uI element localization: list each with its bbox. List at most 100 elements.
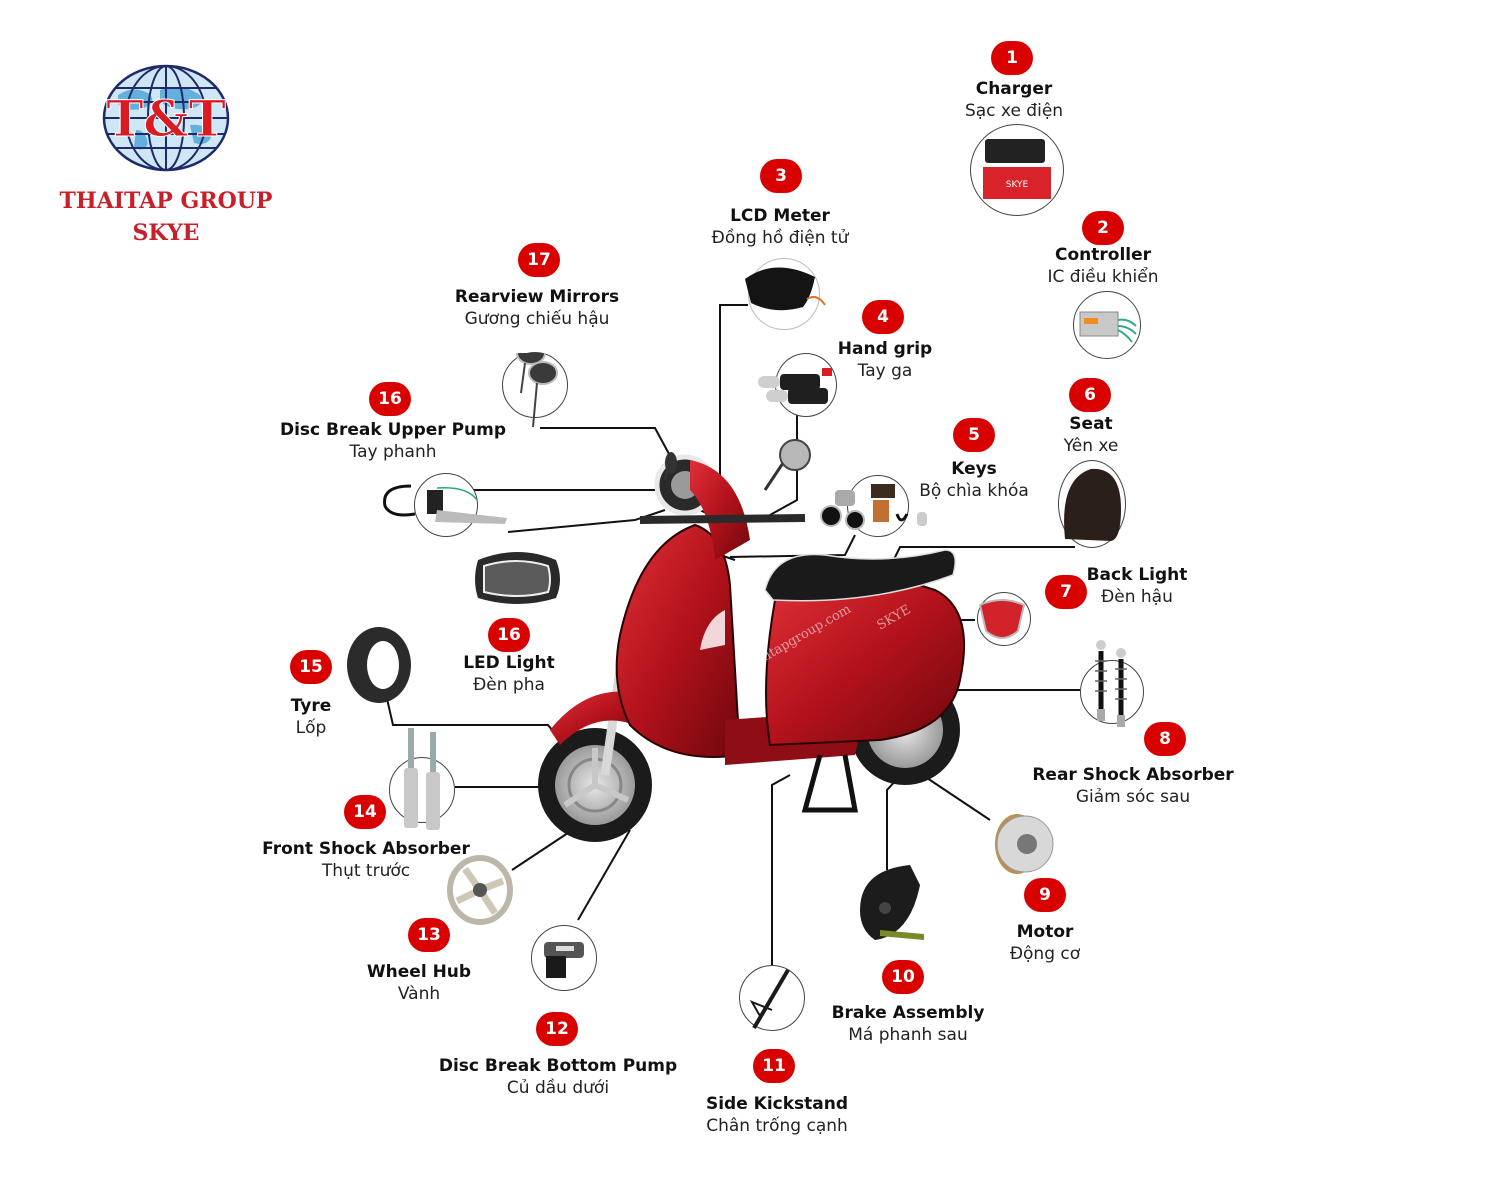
part-label-hand-grip: Hand grip Tay ga	[838, 338, 932, 382]
leader-line-kickstand	[771, 774, 791, 965]
led-light-thumbnail	[472, 546, 567, 608]
brake-lever-icon	[383, 484, 507, 524]
part-name-vi: Má phanh sau	[848, 1025, 968, 1045]
part-name-en: Tyre	[290, 696, 332, 716]
part-number-badge: 12	[536, 1012, 578, 1046]
globe-logo-icon: T&T	[102, 64, 230, 172]
upper-pump-thumbnail	[383, 473, 507, 537]
part-label-led-light: LED Light Đèn pha	[463, 652, 555, 696]
part-name-vi: Tay phanh	[349, 442, 437, 462]
wheel-hub-thumbnail	[445, 855, 515, 925]
part-label-lcd-meter: LCD Meter Đồng hồ điện tử	[712, 205, 849, 249]
part-name-vi: Lốp	[295, 718, 327, 738]
part-number-badge: 2	[1082, 211, 1124, 245]
part-name-en: Keys	[951, 459, 997, 479]
part-name-en: Wheel Hub	[366, 962, 472, 982]
seat-thumbnail	[1058, 460, 1126, 548]
part-number-badge: 5	[953, 418, 995, 452]
part-name-en: Side Kickstand	[705, 1094, 849, 1114]
motor-icon	[995, 814, 1054, 874]
lcd-meter-thumbnail	[745, 258, 826, 330]
part-name-vi: Đèn hậu	[1101, 587, 1173, 607]
part-name-vi: Yên xe	[1063, 436, 1119, 456]
scooter-illustration: thaitapgroup.com SKYE	[538, 439, 966, 842]
back-light-icon	[978, 599, 1026, 639]
part-name-vi: Củ dầu dưới	[506, 1078, 610, 1098]
part-name-en: Rearview Mirrors	[454, 287, 620, 307]
part-name-en: Front Shock Absorber	[262, 839, 470, 859]
part-number-badge: 14	[344, 795, 386, 829]
rear-shock-thumbnail	[1080, 640, 1144, 727]
mirror-icon	[516, 341, 558, 428]
motor-thumbnail	[985, 808, 1055, 878]
part-name-vi: Giảm sóc sau	[1075, 787, 1191, 807]
part-number-badge: 11	[753, 1049, 795, 1083]
part-name-en: LCD Meter	[730, 206, 830, 226]
part-label-wheel-hub: Wheel Hub Vành	[367, 961, 471, 1005]
logo-company-name: THAITAP GROUP	[59, 188, 273, 214]
part-number-badge: 10	[882, 960, 924, 994]
part-name-en: Controller	[1054, 245, 1152, 265]
keys-thumbnail	[820, 475, 927, 537]
part-name-vi: Chân trống cạnh	[706, 1116, 848, 1136]
wheel-hub-icon	[447, 855, 513, 925]
part-number-badge: 8	[1144, 722, 1186, 756]
part-name-en: Hand grip	[837, 339, 933, 359]
part-number-badge: 3	[760, 159, 802, 193]
part-label-bottom-pump: Disc Break Bottom Pump Củ dầu dưới	[439, 1055, 677, 1099]
part-name-vi: Thụt trước	[321, 861, 411, 881]
part-name-en: Rear Shock Absorber	[1032, 765, 1234, 785]
part-number-badge: 1	[991, 41, 1033, 75]
part-name-en: LED Light	[463, 653, 555, 673]
scooter-mirror-right	[779, 439, 811, 471]
part-number-badge: 4	[862, 300, 904, 334]
kickstand-thumbnail	[739, 965, 805, 1031]
part-number-badge: 9	[1024, 878, 1066, 912]
part-name-vi: IC điều khiển	[1047, 267, 1159, 287]
part-name-vi: Bộ chìa khóa	[919, 481, 1029, 501]
part-name-en: Disc Break Bottom Pump	[438, 1056, 678, 1076]
charger-icon: SKYE	[983, 139, 1051, 199]
part-number-badge: 15	[290, 650, 332, 684]
kickstand-icon	[749, 968, 790, 1030]
part-name-en: Motor	[1016, 922, 1074, 942]
part-number-badge: 16	[488, 618, 530, 652]
part-label-controller: Controller IC điều khiển	[1047, 244, 1158, 288]
scooter-mirror-left	[665, 452, 677, 474]
headlight-icon	[475, 552, 560, 604]
scooter-seat	[764, 549, 956, 602]
part-label-front-shock: Front Shock Absorber Thụt trước	[262, 838, 470, 882]
part-label-motor: Motor Động cơ	[1010, 921, 1080, 965]
tyre-icon	[347, 627, 411, 703]
part-label-back-light: Back Light Đèn hậu	[1087, 564, 1188, 608]
part-number-badge: 7	[1045, 575, 1087, 609]
hand-grip-icon	[758, 368, 832, 404]
part-name-vi: Đèn pha	[473, 675, 545, 695]
back-light-thumbnail	[977, 592, 1031, 646]
part-name-en: Back Light	[1086, 565, 1188, 585]
part-name-vi: Động cơ	[1009, 944, 1081, 964]
part-name-vi: Sạc xe điện	[964, 101, 1064, 121]
part-label-upper-pump: Disc Break Upper Pump Tay phanh	[280, 419, 506, 463]
part-number-badge: 13	[408, 918, 450, 952]
leader-line-keys	[729, 534, 856, 558]
logo-mark-text: T&T	[106, 89, 226, 148]
logo-brand-name: SKYE	[132, 220, 200, 246]
leader-line-lcd	[719, 304, 748, 561]
part-name-vi: Gương chiếu hậu	[464, 309, 610, 329]
company-logo: T&T THAITAP GROUP SKYE	[40, 50, 300, 260]
brake-assembly-thumbnail	[850, 860, 935, 945]
part-number-badge: 17	[518, 243, 560, 277]
mirrors-thumbnail	[502, 341, 568, 428]
part-name-en: Charger	[975, 79, 1053, 99]
charger-thumbnail: SKYE	[970, 124, 1064, 216]
part-name-vi: Vành	[397, 984, 441, 1004]
part-number-badge: 6	[1069, 378, 1111, 412]
leader-line-led-light	[507, 509, 666, 533]
leader-line-mirrors	[540, 427, 676, 466]
rear-shock-icon	[1095, 640, 1127, 727]
part-label-mirrors: Rearview Mirrors Gương chiếu hậu	[455, 286, 619, 330]
caliper-icon	[544, 942, 584, 978]
part-label-rear-shock: Rear Shock Absorber Giảm sóc sau	[1032, 764, 1233, 808]
part-name-en: Brake Assembly	[831, 1003, 985, 1023]
